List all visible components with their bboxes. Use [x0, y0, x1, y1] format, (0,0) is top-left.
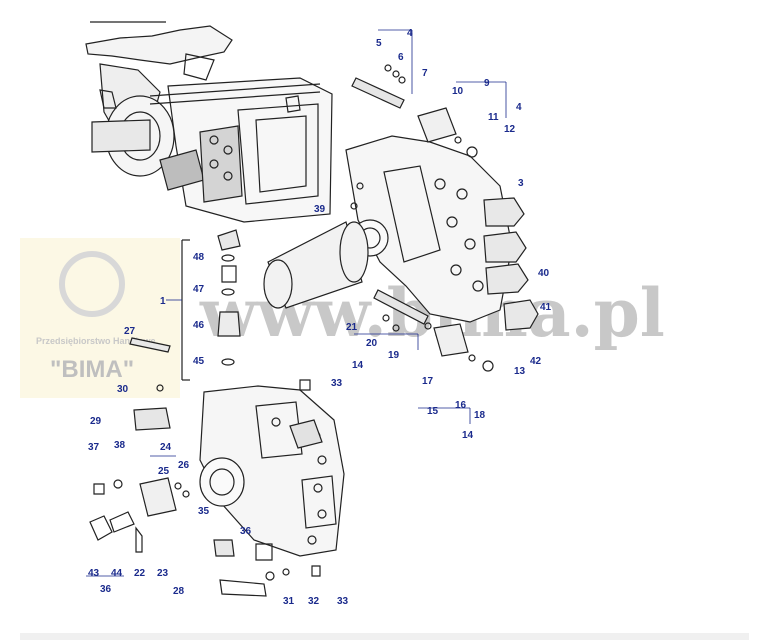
callout-23: 23	[157, 568, 169, 579]
watermark-company-line: Przedsiębiorstwo Handlowe	[36, 336, 156, 346]
callout-46: 46	[193, 320, 205, 331]
leader-lines	[86, 29, 507, 577]
callout-24: 24	[160, 442, 172, 453]
callout-32: 32	[308, 596, 320, 607]
callout-14-right: 14	[462, 430, 474, 441]
tractor-rear-housing	[85, 21, 333, 223]
callout-28: 28	[173, 586, 185, 597]
callout-5: 5	[376, 38, 382, 49]
callout-22: 22	[134, 568, 146, 579]
relief-valve-stack	[181, 229, 241, 381]
callout-16: 16	[455, 400, 467, 411]
upper-valve-block	[345, 135, 539, 331]
callout-30: 30	[117, 384, 129, 395]
callout-33-top: 33	[331, 378, 343, 389]
callout-3: 3	[518, 178, 524, 189]
lower-valve-cover	[199, 385, 345, 557]
callout-4-right: 4	[516, 102, 522, 113]
callout-36-bottom: 36	[100, 584, 112, 595]
callout-47: 47	[193, 284, 205, 295]
lower-spool-parts	[373, 289, 494, 372]
callout-6: 6	[398, 52, 404, 63]
filter-cartridge	[263, 221, 369, 309]
callout-29: 29	[90, 416, 102, 427]
callout-33-bottom: 33	[337, 596, 349, 607]
callout-labels: 4 5 6 7 9 10 4 11 12 3 39 48 47 1 46 45 …	[88, 28, 552, 607]
callout-11: 11	[488, 112, 499, 123]
callout-31: 31	[283, 596, 295, 607]
callout-45: 45	[193, 356, 205, 367]
watermark-logo-circle	[59, 251, 125, 317]
callout-44: 44	[111, 568, 123, 579]
watermark-logo-backdrop	[20, 238, 180, 398]
callout-14-left: 14	[352, 360, 364, 371]
callout-43: 43	[88, 568, 100, 579]
callout-7: 7	[422, 68, 428, 79]
callout-21: 21	[346, 322, 358, 333]
callout-39: 39	[314, 204, 326, 215]
callout-42: 42	[530, 356, 542, 367]
callout-26: 26	[178, 460, 190, 471]
upper-spool-parts	[351, 64, 478, 158]
callout-20: 20	[366, 338, 378, 349]
callout-13: 13	[514, 366, 526, 377]
callout-9: 9	[484, 78, 490, 89]
footer-bar	[20, 633, 749, 640]
callout-38: 38	[114, 440, 126, 451]
callout-12: 12	[504, 124, 516, 135]
lower-left-parts	[89, 337, 321, 597]
callout-25: 25	[158, 466, 170, 477]
watermark-company-name: "BIMA"	[50, 356, 134, 383]
callout-36-center: 36	[240, 526, 252, 537]
callout-17: 17	[422, 376, 434, 387]
callout-19: 19	[388, 350, 400, 361]
callout-37: 37	[88, 442, 100, 453]
callout-15: 15	[427, 406, 439, 417]
callout-35: 35	[198, 506, 210, 517]
callout-41: 41	[540, 302, 552, 313]
callout-18: 18	[474, 410, 486, 421]
callout-1: 1	[160, 296, 166, 307]
callout-40: 40	[538, 268, 550, 279]
callout-4-top: 4	[407, 28, 413, 39]
callout-48: 48	[193, 252, 205, 263]
callout-27: 27	[124, 326, 136, 337]
callout-10: 10	[452, 86, 464, 97]
